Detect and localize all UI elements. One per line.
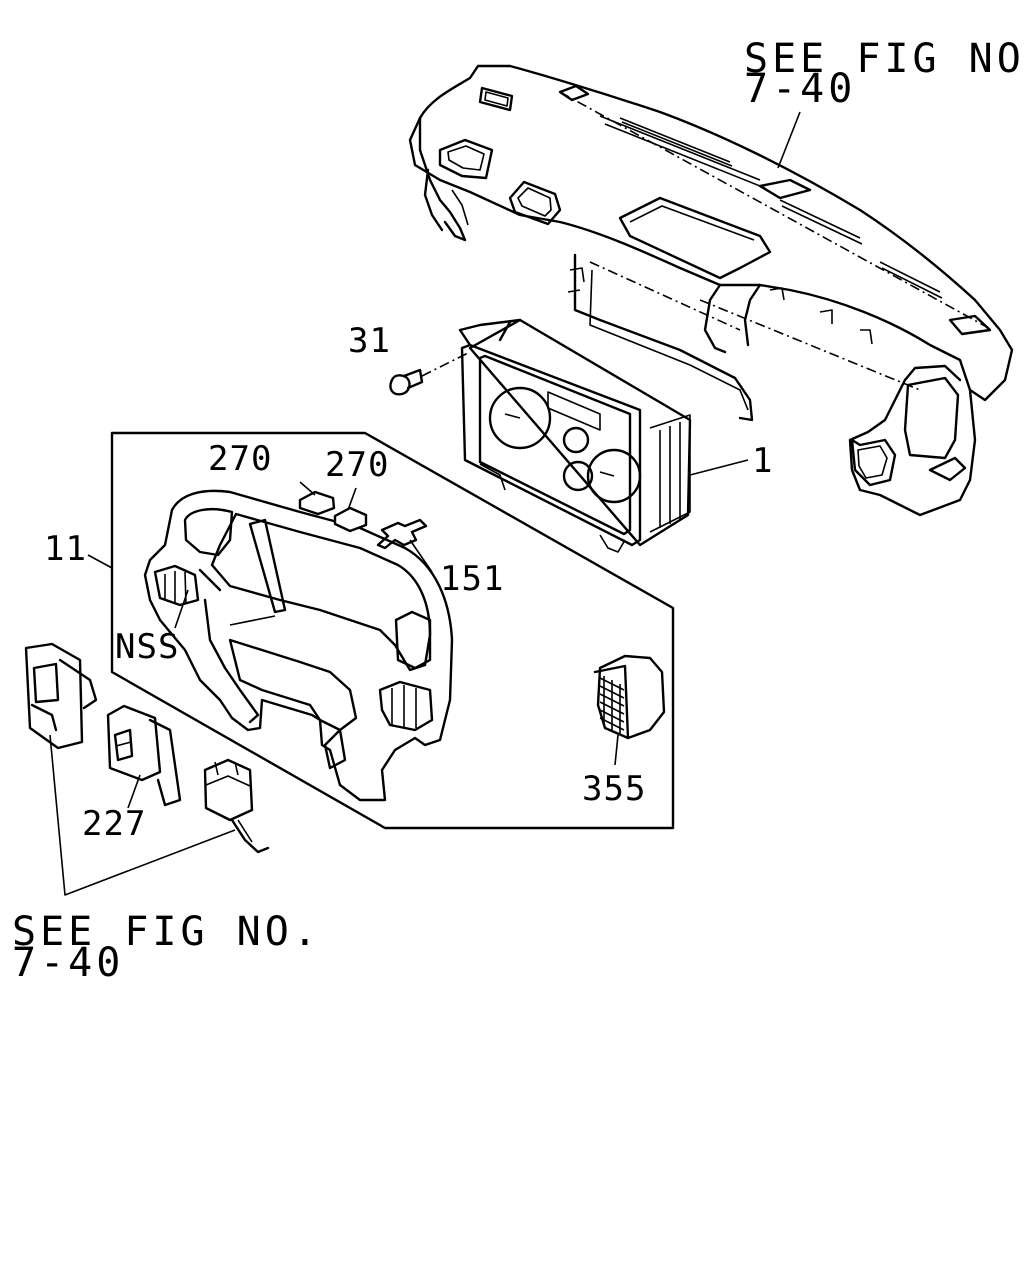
reference-top-line1: SEE FIG NO. — [744, 36, 1024, 82]
reference-bottom-line2: 7-40 — [12, 940, 124, 986]
reference-top-line2: 7-40 — [744, 66, 856, 112]
connector-housing — [203, 758, 270, 854]
reference-bottom-line1: SEE FIG NO. — [12, 909, 321, 955]
callout-11: 11 — [44, 529, 87, 569]
callout-nss: NSS — [115, 627, 179, 667]
reference-bottom: SEE FIG NO. 7-40 — [12, 909, 321, 986]
callout-31: 31 — [348, 321, 391, 361]
callout-270-left: 270 — [208, 439, 272, 479]
vent-355 — [593, 654, 666, 740]
callout-1: 1 — [752, 441, 773, 481]
cluster-bezel — [143, 489, 454, 802]
callout-151: 151 — [440, 559, 504, 599]
screw — [389, 351, 471, 396]
clip-270 — [298, 490, 368, 533]
reference-top: SEE FIG NO. 7-40 — [744, 36, 1024, 112]
side-switch-panel — [24, 642, 98, 750]
combination-meter — [458, 318, 692, 553]
callout-270-right: 270 — [325, 445, 389, 485]
clip-151 — [376, 518, 428, 550]
leader-lines — [49, 111, 801, 896]
callout-355: 355 — [582, 769, 646, 809]
group-box — [110, 431, 675, 830]
instrument-panel — [408, 64, 1014, 517]
callout-227: 227 — [82, 804, 146, 844]
switch-227 — [106, 704, 182, 807]
